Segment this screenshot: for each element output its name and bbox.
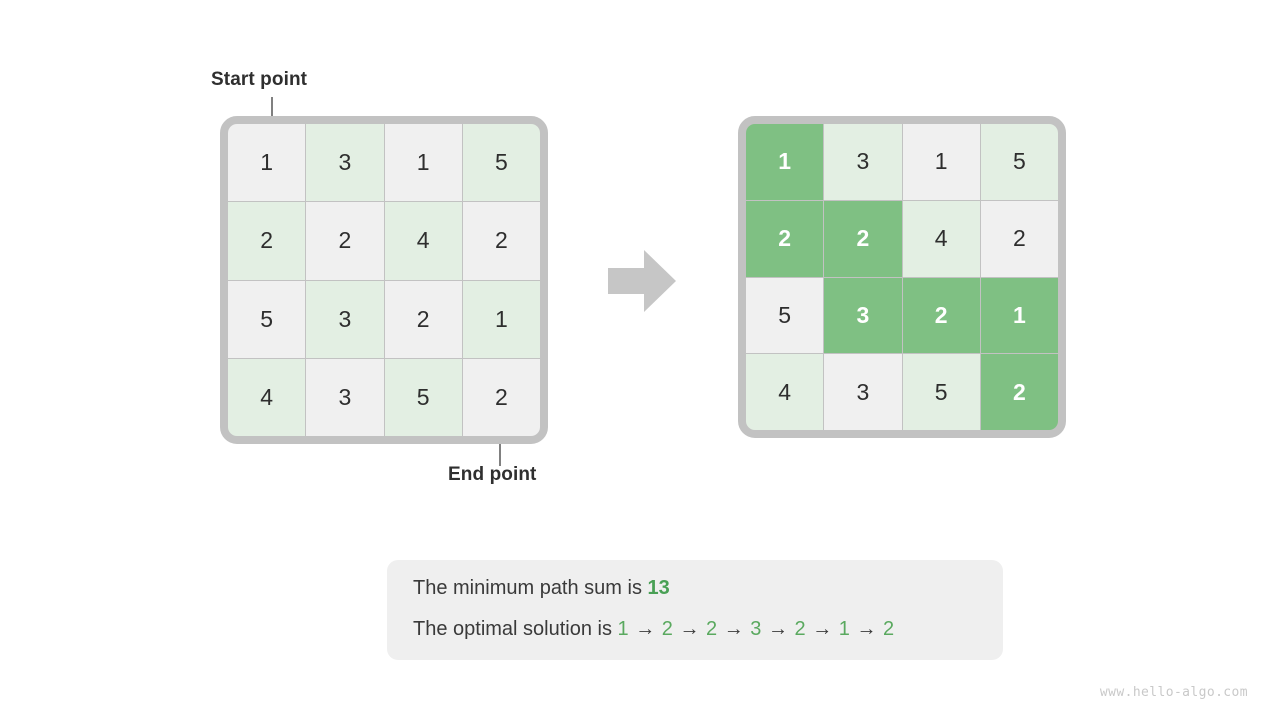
optimal-solution-text: The optimal solution is <box>413 618 618 640</box>
path-step-value: 2 <box>661 618 673 640</box>
grid-cell: 5 <box>228 280 306 358</box>
end-point-leader-line <box>499 428 501 466</box>
path-arrow-icon: → <box>718 618 750 640</box>
grid-cell: 2 <box>980 354 1058 430</box>
optimal-solution-line: The optimal solution is 1 → 2 → 2 → 3 → … <box>413 619 1003 639</box>
grid-cell: 3 <box>824 277 902 354</box>
site-watermark: www.hello-algo.com <box>1099 685 1248 700</box>
grid-cell: 1 <box>228 124 306 202</box>
path-arrow-icon: → <box>629 618 661 640</box>
grid-cell: 3 <box>824 124 902 200</box>
path-arrow-icon: → <box>762 618 794 640</box>
grid-cell: 3 <box>306 280 384 358</box>
result-panel: The minimum path sum is 13 The optimal s… <box>387 560 1003 660</box>
grid-cell: 5 <box>462 124 540 202</box>
optimal-solution-path: 1 → 2 → 2 → 3 → 2 → 1 → 2 <box>618 618 895 640</box>
minimum-path-sum-value: 13 <box>647 577 670 599</box>
grid-cell: 2 <box>462 358 540 436</box>
grid-cell: 2 <box>980 200 1058 277</box>
grid-cell: 5 <box>902 354 980 430</box>
grid-cell: 2 <box>306 202 384 280</box>
start-point-label: Start point <box>211 69 308 90</box>
grid-cell: 2 <box>746 200 824 277</box>
grid-cell: 5 <box>384 358 462 436</box>
minimum-path-sum-text: The minimum path sum is <box>413 577 648 599</box>
path-step-value: 2 <box>883 618 895 640</box>
grid-cell: 1 <box>746 124 824 200</box>
grid-cell: 5 <box>980 124 1058 200</box>
grid-cell: 2 <box>228 202 306 280</box>
path-step-value: 1 <box>617 618 629 640</box>
grid-cell: 2 <box>824 200 902 277</box>
minimum-path-sum-line: The minimum path sum is 13 <box>413 578 1003 598</box>
grid-cell: 1 <box>384 124 462 202</box>
grid-cell: 2 <box>462 202 540 280</box>
right-arrow-icon <box>608 250 676 312</box>
grid-cell: 3 <box>306 358 384 436</box>
grid-cell: 5 <box>746 277 824 354</box>
grid-cell: 1 <box>980 277 1058 354</box>
end-point-label: End point <box>448 464 537 485</box>
path-arrow-icon: → <box>850 618 883 640</box>
grid-cell: 4 <box>746 354 824 430</box>
grid-cell: 3 <box>824 354 902 430</box>
grid-cell: 2 <box>384 280 462 358</box>
grid-cell: 1 <box>462 280 540 358</box>
path-step-value: 2 <box>706 618 718 640</box>
path-arrow-icon: → <box>673 618 706 640</box>
path-arrow-icon: → <box>806 618 838 640</box>
path-step-value: 2 <box>794 618 806 640</box>
path-step-value: 3 <box>750 618 762 640</box>
grid-cell: 3 <box>306 124 384 202</box>
grid-cell: 4 <box>384 202 462 280</box>
grid-cell: 2 <box>902 277 980 354</box>
grid-cell: 4 <box>902 200 980 277</box>
grid-cell: 4 <box>228 358 306 436</box>
path-step-value: 1 <box>838 618 850 640</box>
grid-cell: 1 <box>902 124 980 200</box>
